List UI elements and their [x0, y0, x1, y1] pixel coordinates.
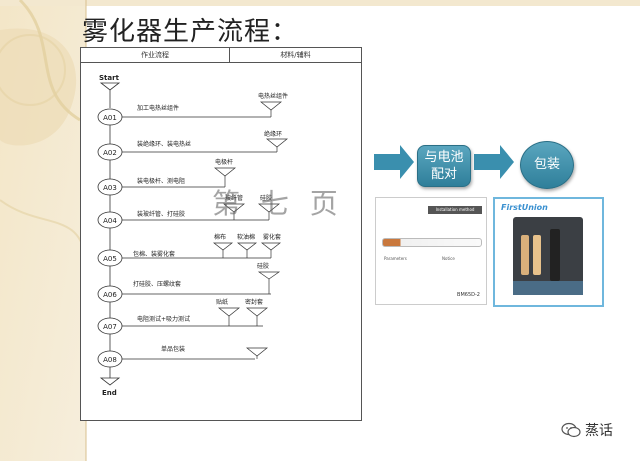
step-A02: A02 装绝缘环、装电热丝 [97, 140, 277, 161]
package-brand: FirstUnion [501, 203, 548, 212]
product-caption-right: Notice [442, 256, 455, 261]
page-watermark: 第 七 页 [212, 187, 344, 220]
material-m8: 贴纸 密封套 [216, 298, 268, 326]
svg-text:A08: A08 [103, 356, 117, 364]
svg-text:包棉、装雾化套: 包棉、装雾化套 [133, 250, 175, 258]
svg-text:装电极杆、测电阻: 装电极杆、测电阻 [137, 177, 185, 185]
svg-text:A02: A02 [103, 149, 117, 157]
pairing-box: 与电池 配对 [417, 145, 471, 187]
product-image: Installation method Parameters Notice BM… [375, 197, 487, 305]
svg-text:A06: A06 [103, 291, 117, 299]
svg-text:电阻测试+吸力测试: 电阻测试+吸力测试 [137, 315, 190, 323]
package-image: FirstUnion [493, 197, 604, 307]
svg-text:单品包装: 单品包装 [161, 345, 185, 353]
svg-text:A01: A01 [103, 114, 117, 122]
column-header-material: 材料/辅料 [280, 51, 311, 59]
packaging-box: 包装 [520, 141, 574, 189]
svg-text:绝缘环: 绝缘环 [264, 130, 282, 138]
column-header-process: 作业流程 [81, 48, 230, 62]
material-m1: 电热丝组件 [258, 92, 288, 117]
process-flowchart: 作业流程 材料/辅料 Start A [80, 47, 362, 421]
step-A08: A08 单品包装 [97, 345, 255, 368]
svg-text:A04: A04 [103, 217, 117, 225]
material-a08-funnel [246, 347, 268, 359]
svg-text:硅胶: 硅胶 [257, 262, 269, 270]
svg-text:软油棉: 软油棉 [237, 233, 255, 241]
step-A01: A01 加工电热丝组件 [97, 104, 271, 126]
svg-text:装绝缘环、装电热丝: 装绝缘环、装电热丝 [137, 140, 191, 148]
svg-text:玻纤管: 玻纤管 [225, 194, 243, 202]
step-A05: A05 包棉、装雾化套 [97, 249, 271, 267]
end-triangle [99, 377, 121, 386]
battery-cartridge-1 [521, 235, 529, 275]
product-header-bar: Installation method [428, 206, 482, 214]
account-name: 蒸话 [585, 423, 613, 439]
svg-text:硅胶: 硅胶 [260, 194, 272, 202]
wechat-icon [561, 422, 581, 438]
arrow-to-packaging [474, 145, 514, 179]
step-A03: A03 装电极杆、测电阻 [97, 177, 225, 196]
material-m5: 硅胶 [258, 194, 280, 220]
material-m2: 绝缘环 [264, 130, 288, 152]
end-label: End [102, 389, 117, 397]
svg-text:电热丝组件: 电热丝组件 [258, 92, 288, 100]
product-caption-left: Parameters [384, 256, 407, 261]
flowchart-diagram: Start A01 加工电热丝组件 A02 装绝缘环、装电热丝 [97, 74, 288, 397]
slide-title: 雾化器生产流程： [82, 17, 299, 47]
svg-text:A07: A07 [103, 323, 117, 331]
svg-text:装玻纤管、打硅胶: 装玻纤管、打硅胶 [137, 210, 185, 218]
svg-text:贴纸: 贴纸 [216, 298, 228, 306]
svg-text:加工电热丝组件: 加工电热丝组件 [137, 104, 179, 112]
start-triangle [99, 82, 121, 91]
material-m7: 硅胶 [257, 262, 281, 294]
material-m3: 电极杆 [214, 158, 236, 187]
svg-text:打硅胶、压螺纹套: 打硅胶、压螺纹套 [133, 280, 181, 288]
battery-unit [550, 229, 560, 281]
svg-text:电极杆: 电极杆 [215, 158, 233, 166]
step-A07: A07 电阻测试+吸力测试 [97, 315, 263, 335]
svg-text:雾化套: 雾化套 [263, 233, 281, 241]
step-A06: A06 打硅胶、压螺纹套 [97, 280, 271, 303]
battery-cartridge-2 [533, 235, 541, 275]
process-arrows [374, 145, 514, 179]
header-divider [81, 62, 361, 63]
svg-text:A05: A05 [103, 255, 117, 263]
package-base [513, 281, 583, 295]
product-model: BM65D-2 [457, 292, 480, 298]
step-A04: A04 装玻纤管、打硅胶 [97, 210, 269, 229]
svg-text:A03: A03 [103, 184, 117, 192]
svg-text:棉布: 棉布 [214, 233, 226, 241]
arrow-to-pairing [374, 145, 414, 179]
wechat-account-badge: 蒸话 [561, 420, 613, 440]
cigarette-illustration [382, 238, 482, 247]
material-m6: 棉布 软油棉 雾化套 [212, 233, 282, 258]
material-m4: 玻纤管 [223, 194, 245, 220]
svg-text:密封套: 密封套 [245, 298, 263, 306]
start-label: Start [99, 74, 120, 82]
